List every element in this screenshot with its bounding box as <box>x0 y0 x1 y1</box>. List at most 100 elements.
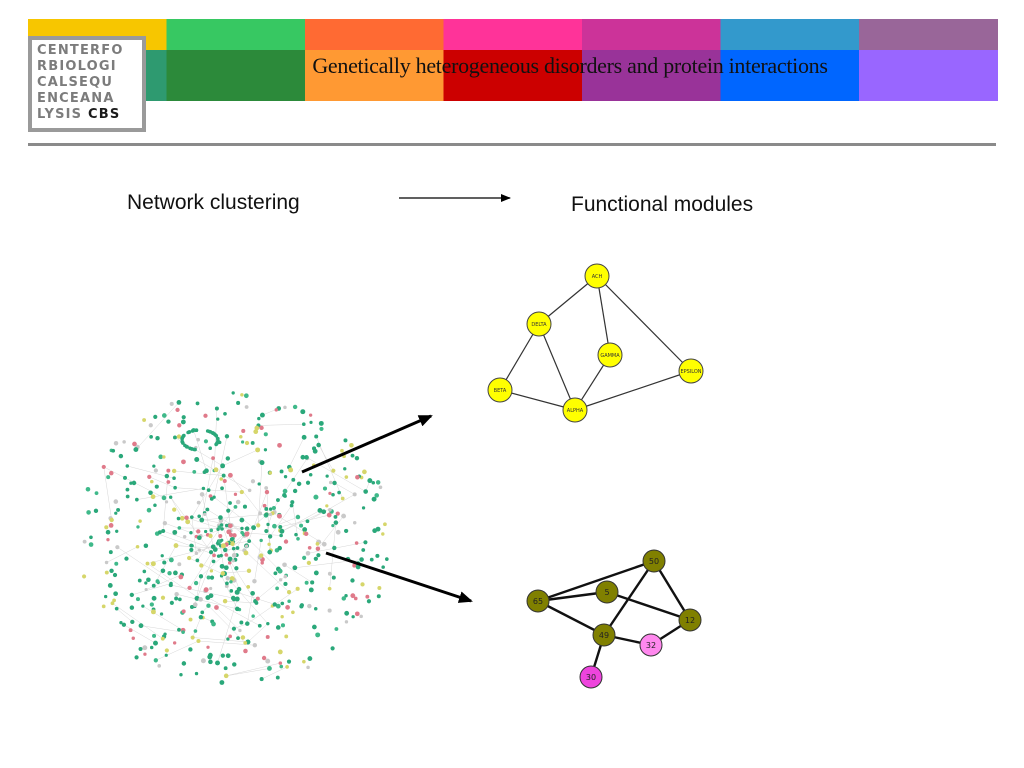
hairball-node <box>247 488 252 493</box>
hairball-node <box>194 671 199 676</box>
hairball-node <box>316 442 321 448</box>
hairball-node <box>181 459 186 465</box>
hairball-node <box>142 645 148 651</box>
hairball-node <box>181 630 185 634</box>
hairball-node <box>343 467 347 471</box>
functional-modules-label: Functional modules <box>571 193 754 216</box>
hairball-node <box>241 428 246 434</box>
hairball-node <box>272 523 277 529</box>
hairball-node <box>153 503 157 508</box>
hairball-node <box>266 621 270 626</box>
hairball-node <box>227 472 233 478</box>
hairball-edge <box>213 497 254 528</box>
hairball-node <box>169 600 174 605</box>
hairball-node <box>189 530 193 535</box>
hairball-node <box>216 417 220 421</box>
hairball-node <box>223 673 229 679</box>
hairball-node <box>325 474 329 478</box>
hairball-node <box>222 478 227 484</box>
hairball-node <box>138 647 143 652</box>
hairball-node <box>261 655 267 661</box>
hairball-node <box>371 496 377 502</box>
hairball-node <box>286 589 292 595</box>
hairball-edge <box>153 545 177 586</box>
hairball-node <box>224 584 229 589</box>
hairball-node <box>276 498 280 502</box>
hairball-node <box>277 545 282 551</box>
hairball-node <box>203 587 209 593</box>
arrow-to-module-2 <box>325 551 473 603</box>
hairball-node <box>167 570 172 576</box>
slide-title: Genetically heterogeneous disorders and … <box>312 53 828 78</box>
hairball-node <box>229 537 235 542</box>
hairball-node <box>253 429 259 435</box>
hairball-edge <box>306 457 366 492</box>
hairball-node <box>244 405 249 409</box>
hairball-node <box>145 561 150 566</box>
hairball-node <box>234 606 240 612</box>
module1-node-label: ACH <box>592 274 603 280</box>
hairball-edge <box>155 640 199 661</box>
hairball-edge <box>247 623 269 643</box>
hairball-node <box>282 488 288 494</box>
band-bottom-cell <box>443 50 583 101</box>
hairball-node <box>115 545 120 550</box>
hairball-edge <box>123 624 156 644</box>
hairball-node <box>166 468 171 473</box>
hairball-node <box>138 519 142 523</box>
hairball-node <box>184 515 189 520</box>
hairball-node <box>344 528 349 534</box>
hairball-node <box>305 519 310 524</box>
hairball-node <box>359 614 363 619</box>
hairball-node <box>267 534 273 539</box>
hairball-edge <box>266 508 325 545</box>
hairball-node <box>82 574 87 579</box>
hairball-node <box>254 425 260 431</box>
hairball-node <box>226 529 232 535</box>
hairball-node <box>343 438 348 443</box>
hairball-node <box>157 664 162 668</box>
hairball-node <box>340 448 344 453</box>
hairball-node <box>93 508 99 514</box>
hairball-edge <box>207 509 247 535</box>
hairball-node <box>321 509 327 515</box>
module1-node-beta <box>487 377 513 403</box>
hairball-node <box>171 468 177 474</box>
hairball-node <box>223 565 229 571</box>
hairball-node <box>211 621 216 627</box>
hairball-node <box>162 560 167 565</box>
hairball-node <box>240 393 244 397</box>
hairball-node <box>291 610 295 615</box>
hairball-node <box>354 611 360 617</box>
hairball-node <box>277 649 283 655</box>
hairball-node <box>369 557 374 562</box>
hairball-node <box>189 547 194 552</box>
hairball-edge <box>157 533 219 557</box>
hairball-edge <box>117 546 172 584</box>
hairball-node <box>327 586 332 591</box>
hairball-node <box>279 578 283 582</box>
hairball-node <box>374 493 380 498</box>
hairball-node <box>230 541 235 547</box>
hairball-edge <box>233 623 248 629</box>
hairball-node <box>283 405 287 410</box>
hairball-node <box>255 596 260 601</box>
hairball-node <box>150 479 154 484</box>
hairball-node <box>231 559 235 563</box>
hairball-node <box>292 565 298 571</box>
hairball-node <box>283 539 289 544</box>
hairball-edge <box>192 637 248 643</box>
hairball-node <box>234 596 240 602</box>
hairball-node <box>173 543 179 548</box>
hairball-node <box>199 563 204 568</box>
hairball-node <box>179 672 183 677</box>
hairball-node <box>82 539 87 544</box>
hairball-node <box>169 401 174 406</box>
hairball-node <box>355 564 361 570</box>
hairball-node <box>309 420 313 424</box>
hairball-node <box>193 629 198 633</box>
hairball-node <box>195 401 200 406</box>
hairball-node <box>174 592 179 597</box>
hairball-node <box>308 473 313 477</box>
